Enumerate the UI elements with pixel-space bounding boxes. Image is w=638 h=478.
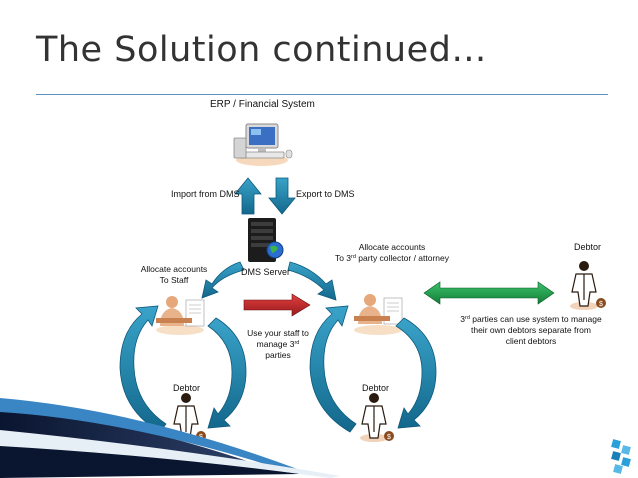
allocate-collector-line2: To 3rd party collector / attorney xyxy=(326,253,458,264)
export-arrow xyxy=(268,177,296,215)
use-staff-arrow xyxy=(243,293,311,317)
export-label: Export to DMS xyxy=(296,189,355,199)
allocate-staff-line1: Allocate accounts xyxy=(140,264,208,274)
slide-title: The Solution continued… xyxy=(36,30,487,70)
server-icon xyxy=(248,218,284,262)
dms-server-label: DMS Server xyxy=(241,267,291,277)
third-party-link-arrow xyxy=(423,281,555,305)
allocate-staff-line2: To Staff xyxy=(159,275,189,285)
third-parties-line1: 3rd parties can use system to manage xyxy=(448,314,614,325)
title-divider xyxy=(36,94,608,95)
third-parties-line1-post: parties can use system to manage xyxy=(469,314,602,324)
computer-icon xyxy=(233,123,293,166)
use-staff-line2-sup: rd xyxy=(294,340,300,346)
debtor-mid-icon: $ xyxy=(360,393,394,442)
logo-cubes-icon xyxy=(611,439,631,474)
third-parties-line1-sup: rd xyxy=(465,315,470,321)
allocate-collector-line2-sup: rd xyxy=(351,254,356,260)
allocate-staff-label: Allocate accounts To Staff xyxy=(132,264,216,286)
allocate-collector-line2-post: party collector / attorney xyxy=(355,253,450,263)
erp-label: ERP / Financial System xyxy=(210,99,315,110)
allocate-collector-label: Allocate accounts To 3rd party collector… xyxy=(326,242,458,264)
use-staff-line1: Use your staff to xyxy=(247,328,309,338)
import-label: Import from DMS xyxy=(171,189,240,199)
staff-person-icon xyxy=(156,296,205,335)
server-to-collector-arrow xyxy=(287,261,337,301)
debtor-left-label: Debtor xyxy=(173,383,201,393)
left-cycle-up-arrow xyxy=(119,305,167,433)
left-cycle-down-arrow xyxy=(207,317,247,429)
allocate-collector-line1: Allocate accounts xyxy=(358,242,426,252)
third-parties-line1-pre: 3 xyxy=(460,314,465,324)
use-staff-line3: parties xyxy=(265,350,291,360)
svg-text:$: $ xyxy=(387,434,391,441)
mid-cycle-up-arrow xyxy=(309,305,357,433)
debtor-right-icon: $ xyxy=(570,261,606,310)
use-staff-line2: manage 3rd xyxy=(238,339,318,350)
corner-swoosh-decoration xyxy=(0,398,340,478)
allocate-collector-line2-pre: To 3 xyxy=(334,253,352,263)
server-to-staff-arrow xyxy=(201,261,245,299)
use-staff-label: Use your staff to manage 3rd parties xyxy=(238,328,318,361)
third-parties-label: 3rd parties can use system to manage the… xyxy=(448,314,614,347)
third-parties-line2: their own debtors separate from xyxy=(470,325,591,335)
debtor-mid-label: Debtor xyxy=(362,383,390,393)
mid-cycle-down-arrow xyxy=(395,317,437,429)
collector-person-icon xyxy=(354,294,403,335)
use-staff-line2-pre: manage 3 xyxy=(256,339,295,349)
svg-text:$: $ xyxy=(599,301,603,308)
third-parties-line3: client debtors xyxy=(505,336,557,346)
debtor-right-label: Debtor xyxy=(574,242,602,252)
import-arrow xyxy=(234,177,262,215)
